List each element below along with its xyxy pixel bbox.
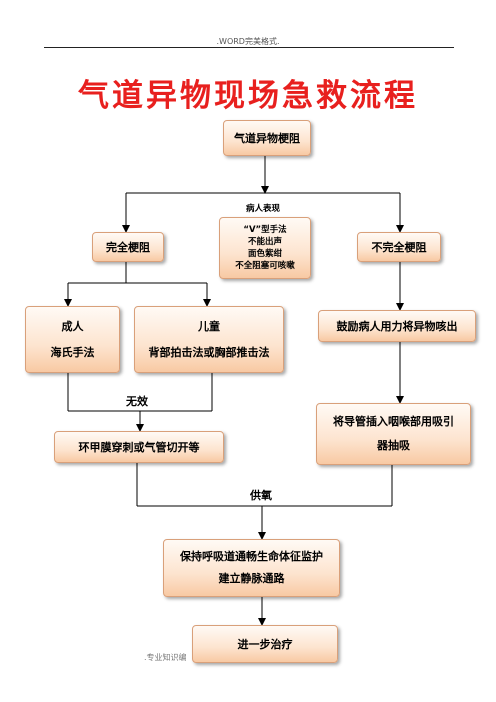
symptom-4: 不全阻塞可咳嗽: [235, 261, 295, 271]
node-further-label: 进一步治疗: [237, 638, 293, 651]
node-incomplete: 不完全梗阻: [357, 232, 441, 262]
node-obstruction-label: 气道异物梗阻: [234, 132, 300, 145]
node-maintain-line1: 保持呼吸道通畅生命体征监护: [180, 550, 323, 563]
node-complete-label: 完全梗阻: [106, 241, 150, 254]
node-complete: 完全梗阻: [92, 232, 164, 262]
node-child-title: 儿童: [198, 319, 220, 333]
node-adult: 成人 海氏手法: [25, 306, 120, 373]
node-incomplete-label: 不完全梗阻: [371, 241, 427, 254]
node-adult-title: 成人: [61, 319, 84, 333]
page-footer: .专业知识编: [144, 653, 187, 662]
node-maintain-line2: 建立静脉通路: [218, 572, 285, 585]
label-ineffective: 无效: [126, 395, 148, 408]
symptom-2: 不能出声: [247, 237, 282, 247]
node-crico-label: 环甲膜穿刺或气管切开等: [78, 441, 200, 454]
page-header: .WORD完美格式.: [216, 37, 280, 46]
node-further-treatment: 进一步治疗: [192, 625, 338, 663]
node-maintain: 保持呼吸道通畅生命体征监护 建立静脉通路: [163, 539, 340, 597]
node-suction: 将导管插入咽喉部用吸引 器抽吸: [316, 403, 471, 465]
label-oxygen: 供氧: [250, 489, 272, 502]
node-suction-line1: 将导管插入咽喉部用吸引: [333, 415, 454, 428]
node-child: 儿童 背部拍击法或胸部推击法: [134, 306, 284, 373]
symptom-1: “V”型手法: [243, 225, 287, 235]
node-obstruction: 气道异物梗阻: [223, 120, 311, 156]
node-child-method: 背部拍击法或胸部推击法: [148, 345, 270, 359]
node-encourage-cough: 鼓励病人用力将异物咳出: [318, 310, 476, 342]
node-suction-line2: 器抽吸: [377, 439, 410, 452]
node-symptoms: “V”型手法 不能出声 面色紫绀 不全阻塞可咳嗽: [219, 217, 311, 279]
page-title: 气道异物现场急救流程: [78, 78, 418, 114]
node-encourage-label: 鼓励病人用力将异物咳出: [336, 320, 458, 333]
symptom-3: 面色紫绀: [247, 249, 282, 259]
node-adult-method: 海氏手法: [50, 345, 95, 359]
node-cricothyrotomy: 环甲膜穿刺或气管切开等: [54, 431, 224, 463]
header-divider: [44, 47, 454, 48]
symptoms-heading: 病人表现: [246, 204, 281, 214]
